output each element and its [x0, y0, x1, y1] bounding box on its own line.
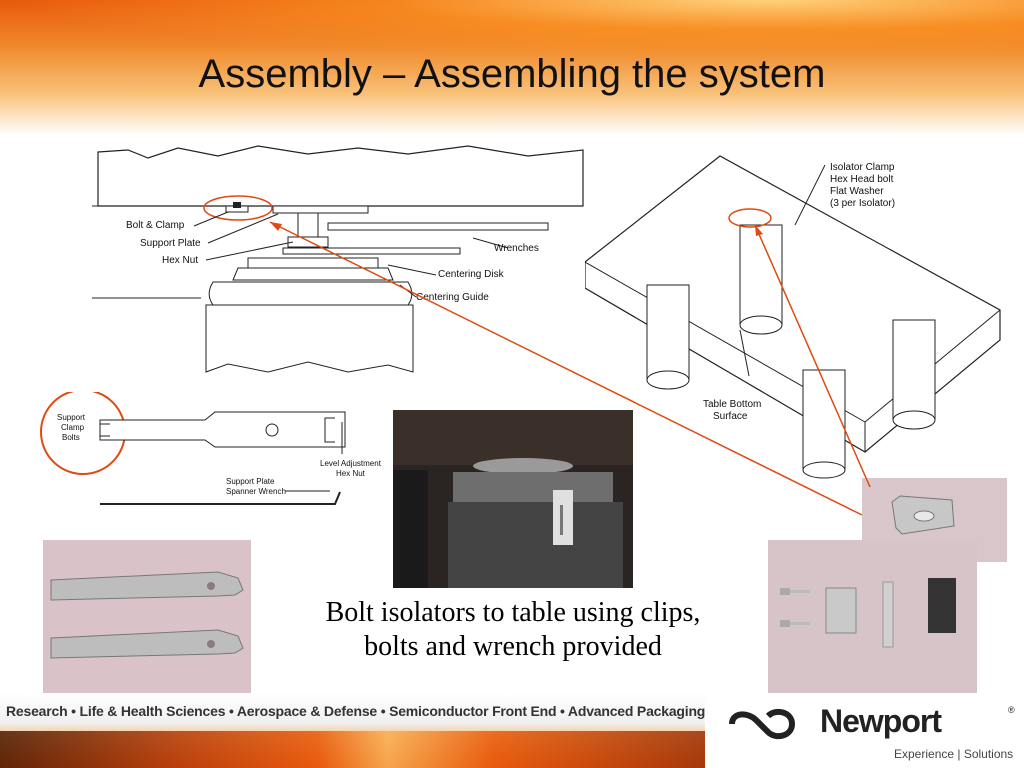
label-spanner-wrench: Spanner Wrench: [226, 487, 286, 496]
label-hex-nut: Hex Nut: [162, 255, 198, 266]
label-centering-guide: Centering Guide: [416, 292, 489, 303]
caption-line-1: Bolt isolators to table using clips,: [325, 597, 701, 628]
label-spanner-plate: Support Plate: [226, 477, 275, 486]
hardware-photo: [768, 540, 977, 695]
footer: Research • Life & Health Sciences • Aero…: [0, 693, 1024, 768]
wrench-diagram: Support Clamp Bolts Level Adjustment Hex…: [40, 392, 382, 505]
label-bolt-clamp: Bolt & Clamp: [126, 220, 185, 231]
newport-brand: Newport: [820, 703, 942, 739]
label-isolator-clamp: Isolator Clamp: [830, 162, 895, 173]
caption-line-2: bolts and wrench provided: [364, 631, 662, 662]
label-table-bottom: Table Bottom: [703, 399, 761, 410]
header-banner: [0, 0, 1024, 135]
label-bolts: Bolts: [62, 433, 80, 442]
label-flat-washer: Flat Washer: [830, 186, 884, 197]
side-view-diagram: Bolt & Clamp Support Plate Hex Nut Wrenc…: [92, 145, 584, 373]
isolator-photo: [393, 410, 633, 588]
caption: Bolt isolators to table using clips, bol…: [268, 596, 758, 664]
label-level-hex-nut: Hex Nut: [336, 469, 366, 478]
newport-logo-icon: [729, 708, 796, 740]
label-level-adjustment: Level Adjustment: [320, 459, 382, 468]
table-iso-diagram: Isolator Clamp Hex Head bolt Flat Washer…: [585, 155, 1001, 479]
label-hex-head-bolt: Hex Head bolt: [830, 174, 894, 185]
label-surface: Surface: [713, 411, 748, 422]
label-centering-disk: Centering Disk: [438, 269, 505, 280]
label-per-isolator: (3 per Isolator): [830, 198, 895, 209]
label-support-plate: Support Plate: [140, 238, 201, 249]
slide-title: Assembly – Assembling the system: [198, 52, 826, 96]
label-wrenches: Wrenches: [494, 243, 539, 254]
registered-mark: ®: [1008, 705, 1015, 715]
wrenches-photo: [43, 540, 251, 694]
footer-bar: Research • Life & Health Sciences • Aero…: [0, 693, 705, 768]
newport-tagline: Experience | Solutions: [894, 747, 1014, 761]
label-support: Support: [57, 413, 86, 422]
footer-tagline: Research • Life & Health Sciences • Aero…: [6, 703, 706, 719]
label-clamp: Clamp: [61, 423, 85, 432]
